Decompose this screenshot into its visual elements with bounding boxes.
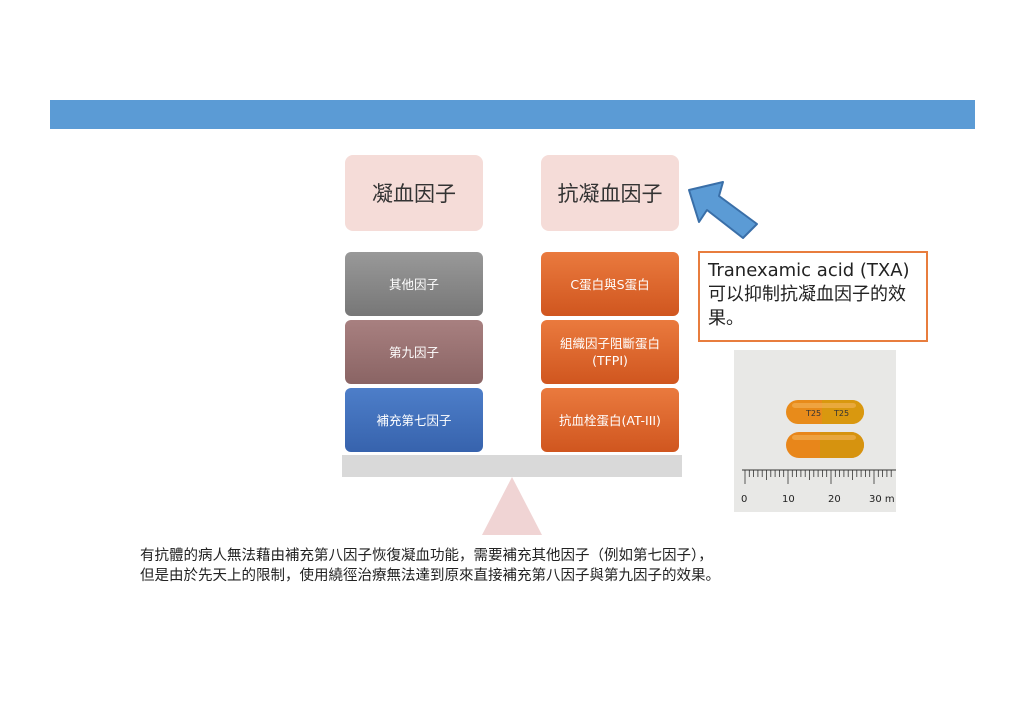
header-coagulation-factors: 凝血因子 [345, 155, 483, 231]
capsule-image: T25 T25 0 10 20 30 m [734, 350, 896, 512]
capsule-photo: T25 T25 0 10 20 30 m [734, 350, 896, 512]
balance-beam [342, 455, 682, 477]
left-block-other-factors: 其他因子 [345, 252, 483, 316]
capsule-bottom [786, 432, 864, 458]
capsule-print-1: T25 [805, 409, 821, 418]
ruler-label-10: 10 [782, 494, 795, 505]
right-block-tfpi: 組織因子阻斷蛋白(TFPI) [541, 320, 679, 384]
arrow-pointer-icon [688, 181, 758, 239]
right-block-at3: 抗血栓蛋白(AT-III) [541, 388, 679, 452]
capsule-print-2: T25 [833, 409, 849, 418]
capsule-top: T25 T25 [786, 400, 864, 424]
top-banner-bar [50, 100, 975, 129]
txa-note-box: Tranexamic acid (TXA)可以抑制抗凝血因子的效果。 [698, 251, 928, 342]
balance-fulcrum [482, 477, 542, 535]
caption-line-2: 但是由於先天上的限制，使用繞徑治療無法達到原來直接補充第八因子與第九因子的效果。 [140, 568, 720, 584]
right-block-protein-c-s: C蛋白與S蛋白 [541, 252, 679, 316]
caption-line-1: 有抗體的病人無法藉由補充第八因子恢復凝血功能，需要補充其他因子（例如第七因子）， [140, 548, 713, 564]
ruler-label-0: 0 [741, 494, 747, 505]
left-block-factor-vii: 補充第七因子 [345, 388, 483, 452]
ruler-label-30: 30 m [869, 494, 895, 505]
caption-text: 有抗體的病人無法藉由補充第八因子恢復凝血功能，需要補充其他因子（例如第七因子），… [140, 546, 940, 586]
left-block-factor-ix: 第九因子 [345, 320, 483, 384]
header-anticoagulation-factors: 抗凝血因子 [541, 155, 679, 231]
ruler-ticks [744, 470, 892, 484]
ruler-label-20: 20 [828, 494, 841, 505]
